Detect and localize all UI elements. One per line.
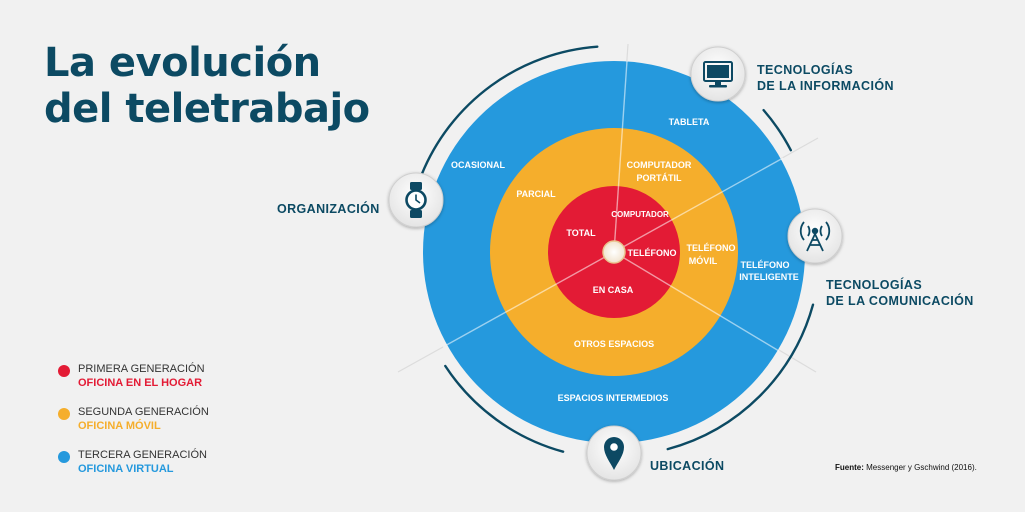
page-title: La evolución del teletrabajo <box>44 40 370 132</box>
label-tablet: TABLETA <box>669 117 710 127</box>
label-occasional: OCASIONAL <box>451 160 506 170</box>
label-phone: TELÉFONO <box>628 248 677 258</box>
legend-first-generation-subtitle: OFICINA EN EL HOGAR <box>78 377 203 389</box>
inner-ring-labels: TOTAL COMPUTADOR TELÉFONO EN CASA <box>566 210 676 295</box>
outline-arc-top <box>420 45 599 176</box>
legend-second-generation-subtitle: OFICINA MÓVIL <box>78 420 161 432</box>
label-other-spaces: OTROS ESPACIOS <box>574 339 654 349</box>
antenna-tower-icon <box>787 208 843 264</box>
label-smartphone-line2: INTELIGENTE <box>739 272 799 282</box>
legend-dot-yellow <box>58 408 70 420</box>
source-note: Fuente: Messenger y Gschwind (2016). <box>835 463 977 472</box>
outline-arc-right <box>762 108 792 152</box>
legend-dot-blue <box>58 451 70 463</box>
source-text: Messenger y Gschwind (2016). <box>866 463 977 472</box>
dimension-comm-tech: TECNOLOGÍAS DE LA COMUNICACIÓN <box>826 277 974 309</box>
legend-second-generation-title: SEGUNDA GENERACIÓN <box>78 406 209 418</box>
outline-arc-right-lower <box>666 303 815 451</box>
info-tech-line2: DE LA INFORMACIÓN <box>757 79 894 93</box>
title-line-1: La evolución <box>44 40 321 86</box>
outer-ring-labels: OCASIONAL TABLETA TELÉFONO INTELIGENTE E… <box>451 117 799 403</box>
comm-tech-line2: DE LA COMUNICACIÓN <box>826 294 974 308</box>
outline-arc-left-lower <box>444 364 565 453</box>
wristwatch-icon <box>388 172 444 228</box>
dimension-info-tech: TECNOLOGÍAS DE LA INFORMACIÓN <box>757 62 894 94</box>
comm-tech-line1: TECNOLOGÍAS <box>826 278 923 292</box>
center-node <box>602 240 626 264</box>
info-tech-line1: TECNOLOGÍAS <box>757 63 854 77</box>
dimension-organization: ORGANIZACIÓN <box>277 202 380 216</box>
label-laptop-line1: COMPUTADOR <box>627 160 692 170</box>
legend-third-generation-subtitle: OFICINA VIRTUAL <box>78 463 174 475</box>
label-laptop-line2: PORTÁTIL <box>637 173 682 183</box>
outer-outline-arcs <box>420 45 815 453</box>
label-smartphone-line1: TELÉFONO <box>741 260 790 270</box>
label-computer: COMPUTADOR <box>611 210 669 219</box>
label-total: TOTAL <box>566 228 596 238</box>
dimension-location: UBICACIÓN <box>650 459 725 473</box>
ring-dividers <box>442 60 784 352</box>
label-mobile-line2: MÓVIL <box>689 255 718 266</box>
middle-ring-labels: PARCIAL COMPUTADOR PORTÁTIL TELÉFONO MÓV… <box>516 160 735 349</box>
map-pin-icon <box>586 425 642 481</box>
legend-dot-red <box>58 365 70 377</box>
title-line-2: del teletrabajo <box>44 86 370 132</box>
legend-first-generation-title: PRIMERA GENERACIÓN <box>78 363 205 375</box>
label-home: EN CASA <box>593 285 634 295</box>
label-intermediate-spaces: ESPACIOS INTERMEDIOS <box>558 393 669 403</box>
source-label: Fuente: <box>835 463 864 472</box>
computer-monitor-icon <box>690 46 746 102</box>
legend-third-generation-title: TERCERA GENERACIÓN <box>78 449 207 461</box>
label-partial: PARCIAL <box>516 189 556 199</box>
label-mobile-line1: TELÉFONO <box>687 243 736 253</box>
